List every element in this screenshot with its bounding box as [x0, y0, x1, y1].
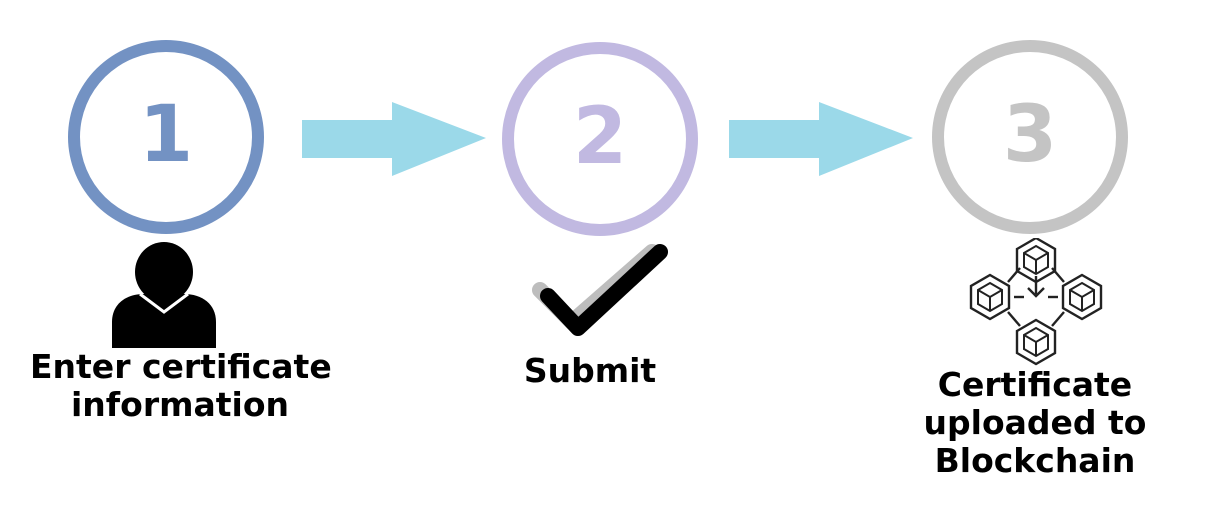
- step-3-number: 3: [1002, 90, 1058, 180]
- step-1-circle: 1: [68, 40, 264, 234]
- user-icon: [112, 242, 216, 348]
- step-2-number: 2: [572, 92, 628, 182]
- step-3-label-line: uploaded to: [923, 403, 1147, 442]
- step-2-label-line: Submit: [523, 351, 657, 390]
- step-2-circle: 2: [502, 42, 698, 236]
- step-1-label-line: Enter certificate: [30, 347, 332, 386]
- checkmark-icon: [532, 244, 668, 336]
- step-3-label: Certificate uploaded to Blockchain: [900, 366, 1170, 480]
- blockchain-icon: [969, 238, 1103, 366]
- step-1-label: Enter certificate information: [30, 347, 332, 424]
- step-3-label-line: Certificate: [937, 365, 1133, 404]
- step-1-label-line: information: [70, 385, 289, 424]
- step-1-number: 1: [138, 90, 194, 180]
- step-3-label-line: Blockchain: [934, 441, 1136, 480]
- step-2-label: Submit: [490, 352, 690, 390]
- step-3-circle: 3: [932, 40, 1128, 234]
- arrow-right-icon: [302, 102, 486, 176]
- arrow-right-icon: [729, 102, 913, 176]
